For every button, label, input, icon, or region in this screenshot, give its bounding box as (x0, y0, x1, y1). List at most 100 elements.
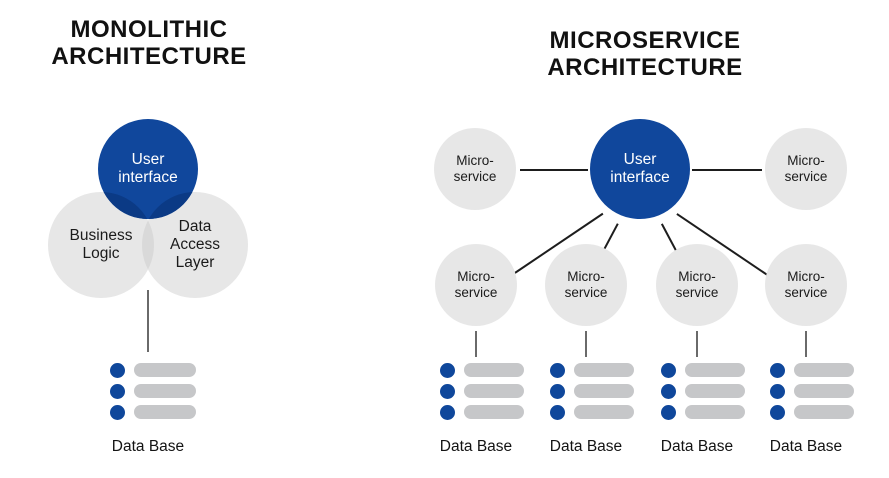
ms-2-line1: Micro- (567, 269, 605, 285)
db-bar (794, 384, 854, 398)
database-label-monolithic: Data Base (111, 438, 185, 455)
db-dot-icon (550, 362, 565, 378)
db-bar (134, 384, 196, 398)
ms-tl-line1: Micro- (456, 153, 494, 169)
microservice-title: MICROSERVICE ARCHITECTURE (500, 27, 790, 82)
node-business-logic-label-line2: Logic (82, 245, 120, 262)
microservice-title-line2: ARCHITECTURE (547, 54, 743, 82)
node-user-interface-microservice-label: User interface (610, 151, 669, 188)
db-row (550, 404, 642, 420)
db-row (110, 383, 202, 399)
ms-1-line1: Micro- (457, 269, 495, 285)
node-business-logic-label: Business Logic (70, 227, 133, 264)
db-dot-icon (770, 362, 785, 378)
node-microservice-3[interactable]: Micro- service (656, 244, 738, 326)
db-bar (134, 405, 196, 419)
db-bar (794, 405, 854, 419)
connector-ms3-db (696, 331, 698, 357)
db-dot-icon (440, 383, 455, 399)
db-row (770, 362, 862, 378)
db-dot-icon (770, 404, 785, 420)
db-dot-icon (440, 404, 455, 420)
node-user-interface-micro-line2: interface (610, 169, 670, 186)
db-dot-icon (550, 404, 565, 420)
db-dot-icon (550, 383, 565, 399)
node-microservice-4[interactable]: Micro- service (765, 244, 847, 326)
db-dot-icon (661, 362, 676, 378)
db-bar (574, 384, 634, 398)
db-row (550, 383, 642, 399)
db-row (440, 404, 532, 420)
ms-4-line1: Micro- (787, 269, 825, 285)
node-microservice-4-label: Micro- service (785, 269, 828, 301)
database-label-1: Data Base (439, 438, 513, 455)
microservice-title-line1: MICROSERVICE (549, 27, 741, 54)
db-dot-icon (770, 383, 785, 399)
db-bar (464, 363, 524, 377)
db-dot-icon (661, 383, 676, 399)
node-user-interface-monolithic[interactable]: User interface (98, 119, 198, 219)
db-bar (685, 384, 745, 398)
node-microservice-2[interactable]: Micro- service (545, 244, 627, 326)
database-icon-2[interactable] (550, 362, 642, 420)
node-microservice-1-label: Micro- service (455, 269, 498, 301)
database-icon-monolithic[interactable] (110, 362, 202, 420)
node-microservice-2-label: Micro- service (565, 269, 608, 301)
db-dot-icon (440, 362, 455, 378)
node-user-interface-monolithic-label: User interface (118, 151, 177, 188)
db-dot-icon (110, 362, 125, 378)
db-dot-icon (661, 404, 676, 420)
db-bar (464, 384, 524, 398)
monolithic-title-line2: ARCHITECTURE (51, 43, 247, 71)
ms-3-line2: service (675, 285, 719, 300)
ms-1-line2: service (454, 285, 498, 300)
database-icon-3[interactable] (661, 362, 753, 420)
db-row (770, 383, 862, 399)
db-row (110, 404, 202, 420)
node-business-logic-label-line1: Business (69, 226, 133, 244)
connector-center-to-top-right (692, 169, 762, 171)
db-bar (794, 363, 854, 377)
db-bar (685, 405, 745, 419)
db-row (550, 362, 642, 378)
ms-3-line1: Micro- (678, 269, 716, 285)
db-row (661, 383, 753, 399)
database-label-2: Data Base (549, 438, 623, 455)
node-microservice-top-left[interactable]: Micro- service (434, 128, 516, 210)
monolithic-title-line1: MONOLITHIC (70, 16, 228, 43)
connector-ms1-db (475, 331, 477, 357)
ms-tl-line2: service (453, 169, 497, 184)
db-row (110, 362, 202, 378)
node-user-interface-micro-line1: User (623, 150, 657, 168)
database-icon-4[interactable] (770, 362, 862, 420)
db-row (440, 362, 532, 378)
database-icon-1[interactable] (440, 362, 532, 420)
ms-2-line2: service (564, 285, 608, 300)
connector-center-to-top-left (520, 169, 588, 171)
db-dot-icon (110, 404, 125, 420)
db-bar (464, 405, 524, 419)
db-bar (685, 363, 745, 377)
node-data-access-layer-label: Data Access Layer (170, 218, 220, 273)
database-label-4: Data Base (769, 438, 843, 455)
connector-ms2-db (585, 331, 587, 357)
node-user-interface-microservice[interactable]: User interface (590, 119, 690, 219)
db-row (770, 404, 862, 420)
node-microservice-top-left-label: Micro- service (454, 153, 497, 185)
db-row (440, 383, 532, 399)
connector-ms4-db (805, 331, 807, 357)
ms-4-line2: service (784, 285, 828, 300)
monolithic-title: MONOLITHIC ARCHITECTURE (18, 16, 280, 71)
node-microservice-top-right[interactable]: Micro- service (765, 128, 847, 210)
node-microservice-1[interactable]: Micro- service (435, 244, 517, 326)
node-microservice-3-label: Micro- service (676, 269, 719, 301)
node-user-interface-mono-line2: interface (118, 169, 178, 186)
node-data-access-layer-label-line1: Data (178, 217, 212, 235)
db-bar (134, 363, 196, 377)
connector-mono-db (147, 290, 149, 352)
db-row (661, 404, 753, 420)
db-dot-icon (110, 383, 125, 399)
node-microservice-top-right-label: Micro- service (785, 153, 828, 185)
ms-tr-line2: service (784, 169, 828, 184)
db-bar (574, 363, 634, 377)
